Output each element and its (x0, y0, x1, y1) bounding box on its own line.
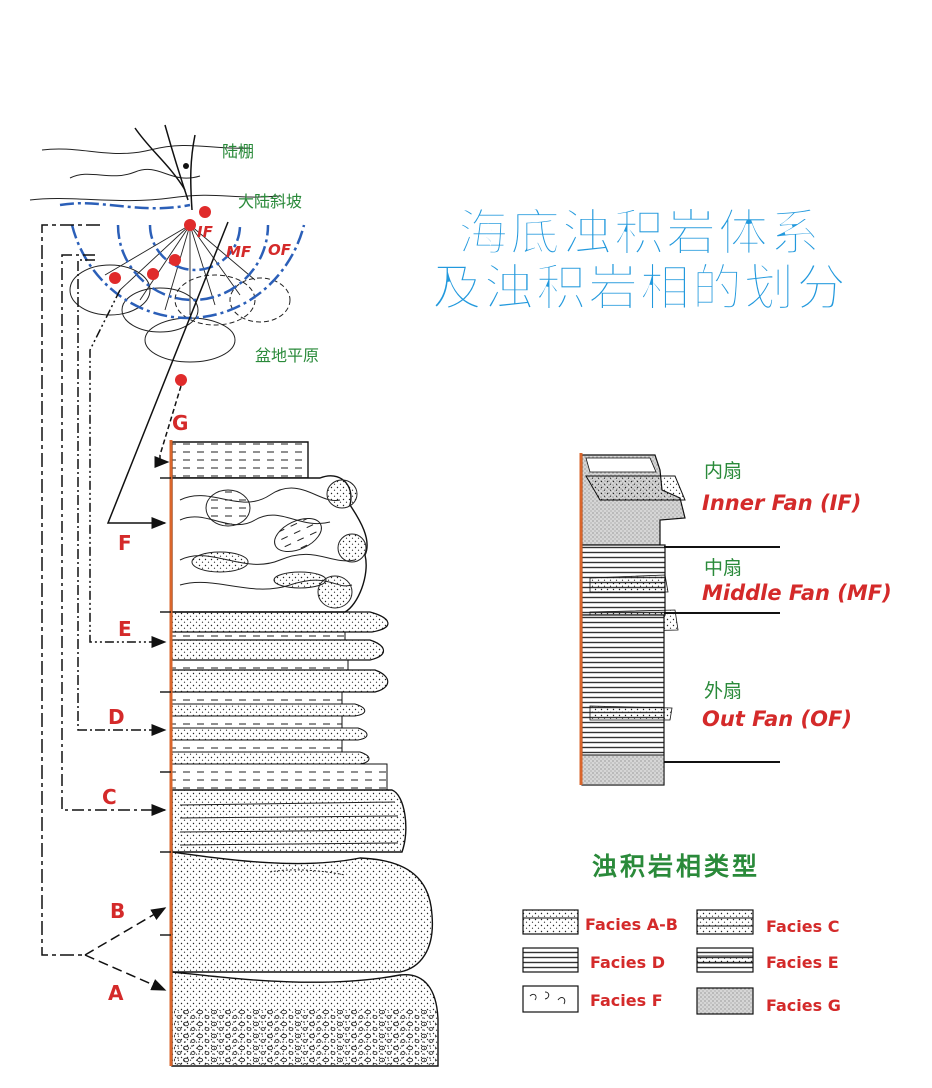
bed-f-folds (179, 479, 367, 609)
section-inner-clasts (585, 457, 657, 473)
title-line-2: 及浊积岩相的划分 (432, 259, 848, 317)
connector-e (89, 289, 167, 648)
fan-map: IF MF OF 陆棚 大陆斜坡 盆地平原 (29, 124, 319, 386)
lobes (69, 264, 291, 363)
letter-f: F (118, 531, 132, 555)
section-inner-lens (585, 475, 686, 501)
legend-label-ab: Facies A-B (585, 915, 678, 934)
bed-e (171, 611, 389, 693)
stratigraphic-column (160, 440, 439, 1067)
legend-item-e: Facies E (696, 947, 839, 973)
column-ticks (160, 477, 171, 936)
letter-g: G (172, 411, 188, 435)
legend-item-c: Facies C (696, 909, 839, 936)
letter-c: C (102, 785, 117, 809)
bed-c-laminae (179, 801, 401, 846)
letter-e: E (118, 617, 132, 641)
shelf-label: 陆棚 (222, 142, 254, 161)
connector-f (106, 221, 229, 529)
middle-fan-en: Middle Fan (MF) (702, 581, 892, 605)
connector-c (61, 254, 167, 816)
outer-fan-en: Out Fan (OF) (702, 707, 852, 731)
legend-item-d: Facies D (522, 947, 665, 973)
canyon-channel-3 (190, 134, 196, 211)
legend-title: 浊积岩相类型 (592, 852, 760, 881)
of-contour (70, 224, 306, 320)
slope-line (29, 194, 281, 202)
distributary-channels (104, 224, 256, 315)
legend-item-ab: Facies A-B (522, 909, 678, 935)
section-outer-sand (589, 705, 673, 721)
connector-lines (41, 221, 229, 991)
if-contour (148, 224, 242, 272)
bed-c (171, 789, 407, 853)
letter-d: D (108, 705, 125, 729)
canyon-channel (134, 127, 186, 191)
mf-contour (116, 224, 270, 302)
legend-item-f: Facies F (522, 985, 663, 1013)
connector-a (84, 954, 167, 991)
mf-label: MF (226, 243, 252, 261)
basin-plain-label: 盆地平原 (255, 346, 319, 365)
legend-label-g: Facies G (766, 996, 841, 1015)
fan-section-column: 内扇 Inner Fan (IF) 中扇 Middle Fan (MF) 外扇 … (579, 453, 892, 786)
middle-fan-cn: 中扇 (704, 557, 742, 579)
connector-g (154, 385, 182, 468)
bed-b (171, 851, 434, 973)
title-line-1: 海底浊积岩体系 (458, 204, 822, 262)
bed-a-pebbles (174, 1010, 436, 1065)
slope-label: 大陆斜坡 (238, 192, 302, 211)
sample-points (109, 206, 211, 386)
legend-label-d: Facies D (590, 953, 665, 972)
facies-letters: G F E D C B A (102, 411, 188, 1005)
bed-d (171, 691, 388, 791)
letter-a: A (108, 981, 124, 1005)
legend-label-f: Facies F (590, 991, 663, 1010)
legend-item-g: Facies G (696, 987, 841, 1015)
letter-b: B (110, 899, 125, 923)
canyon-channel-2 (164, 124, 189, 201)
section-middle-sand (589, 574, 669, 593)
channel-node (183, 163, 189, 169)
inner-fan-en: Inner Fan (IF) (702, 491, 861, 515)
inner-fan-cn: 内扇 (704, 460, 742, 482)
connector-ab (41, 224, 100, 956)
main-title: 海底浊积岩体系 及浊积岩相的划分 (432, 204, 848, 318)
legend-label-e: Facies E (766, 953, 839, 972)
legend: 浊积岩相类型 Facies A-B Facies C Facies D Faci… (522, 852, 841, 1015)
shelf-line (41, 144, 251, 155)
bed-g (171, 441, 309, 479)
connector-d (77, 259, 167, 736)
connector-b (84, 907, 167, 956)
shelf-line-2 (69, 168, 201, 179)
if-label: IF (197, 223, 214, 241)
outer-fan-cn: 外扇 (704, 680, 742, 702)
bed-b-pebbles (269, 869, 346, 876)
section-outer-mud (581, 754, 665, 786)
of-label: OF (268, 241, 292, 259)
legend-label-c: Facies C (766, 917, 839, 936)
slope-contour (59, 202, 191, 210)
